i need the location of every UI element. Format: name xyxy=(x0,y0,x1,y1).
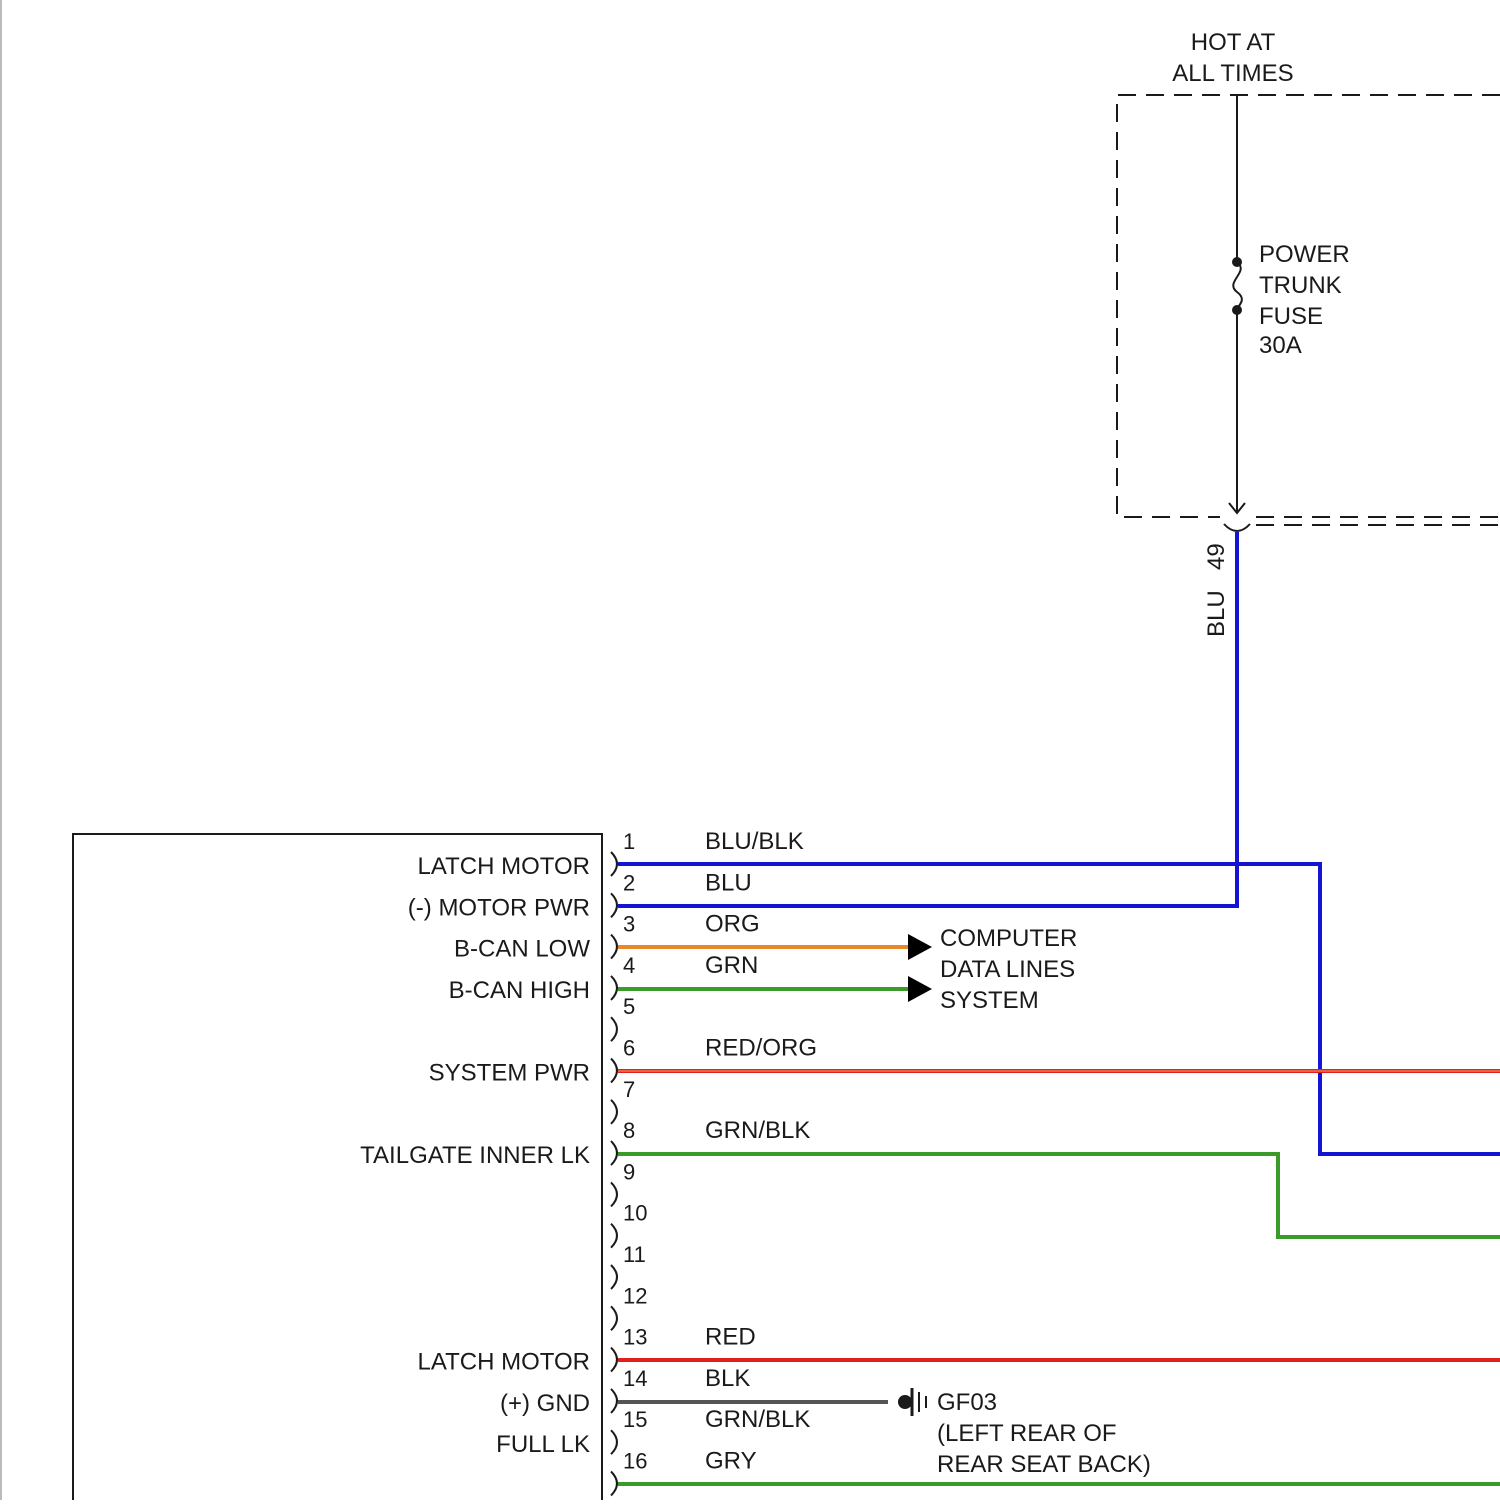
wire-color-label: GRN/BLK xyxy=(705,1406,810,1433)
fuse-label-line1: POWER xyxy=(1259,241,1350,268)
pin-function-label: TAILGATE INNER LK xyxy=(360,1142,590,1169)
pin-row: 12 xyxy=(611,1283,647,1330)
wire-color-label: RED/ORG xyxy=(705,1035,817,1062)
connector-terminal-icon xyxy=(611,893,617,917)
hot-at-label-line1: HOT AT xyxy=(1191,29,1276,56)
pin-number: 14 xyxy=(623,1366,647,1391)
pin-function-label: LATCH MOTOR xyxy=(418,853,590,880)
pin-row: 7 xyxy=(611,1077,635,1124)
pin-number: 3 xyxy=(623,912,635,937)
pin-function-label: B-CAN LOW xyxy=(454,936,590,963)
pin-number: 5 xyxy=(623,994,635,1019)
pin-number: 6 xyxy=(623,1036,635,1061)
pin-number: 15 xyxy=(623,1407,647,1432)
fuse-box: HOT AT ALL TIMES POWER TRUNK FUSE 30A xyxy=(1117,29,1500,531)
wire-color-label: BLK xyxy=(705,1365,750,1392)
connector-terminal-icon xyxy=(611,852,617,876)
feed-pin-label: 49 xyxy=(1203,543,1230,570)
wire-color-label: GRY xyxy=(705,1448,757,1475)
pin-row: 8 GRN/BLK TAILGATE INNER LK xyxy=(360,1117,810,1169)
fuse-icon xyxy=(1233,262,1242,310)
pin-function-label: (-) MOTOR PWR xyxy=(408,894,590,921)
wire-pin8-grn-blk xyxy=(618,1154,1500,1237)
pin-row: 16 GRY xyxy=(611,1448,757,1496)
pin-function-label: FULL LK xyxy=(496,1431,590,1458)
data-lines-label-line2: DATA LINES xyxy=(940,956,1075,983)
pin-number: 9 xyxy=(623,1159,635,1184)
pin-number: 1 xyxy=(623,829,635,854)
data-lines-label-line3: SYSTEM xyxy=(940,987,1039,1014)
pin-row: 5 xyxy=(611,994,635,1041)
pin-rows: 1 BLU/BLK LATCH MOTOR 2 BLU (-) MOTOR PWR 3 ORG… xyxy=(360,828,817,1496)
data-lines-label-line1: COMPUTER xyxy=(940,925,1077,952)
connector-terminal-icon xyxy=(611,1472,617,1496)
pin-row: 11 xyxy=(611,1242,646,1289)
hot-at-label-line2: ALL TIMES xyxy=(1172,60,1293,87)
pin-function-label: B-CAN HIGH xyxy=(449,977,590,1004)
pin-number: 4 xyxy=(623,953,635,978)
ground-location-line1: (LEFT REAR OF xyxy=(937,1420,1117,1447)
connector-terminal-icon xyxy=(611,1100,617,1124)
pin-number: 7 xyxy=(623,1077,635,1102)
pin-number: 10 xyxy=(623,1201,647,1226)
wire-color-label: GRN/BLK xyxy=(705,1117,810,1144)
pin-row: 10 xyxy=(611,1201,647,1248)
connector-terminal-icon xyxy=(1224,524,1250,531)
pin-number: 12 xyxy=(623,1283,647,1308)
wire-color-label: RED xyxy=(705,1324,756,1351)
arrow-right-icon xyxy=(908,976,932,1002)
connector-terminal-icon xyxy=(611,1265,617,1289)
pin-function-label: (+) GND xyxy=(500,1390,590,1417)
fuse-label-line2: TRUNK xyxy=(1259,272,1342,299)
pin-number: 2 xyxy=(623,870,635,895)
pin-number: 11 xyxy=(623,1242,646,1267)
pin-function-label: SYSTEM PWR xyxy=(429,1060,590,1087)
ground-symbol-icon xyxy=(898,1388,926,1416)
ground-location-line2: REAR SEAT BACK) xyxy=(937,1451,1151,1478)
connector-terminal-icon xyxy=(611,976,617,1000)
feed-wire-color-label: BLU xyxy=(1203,590,1230,637)
connector-terminal-icon xyxy=(611,1348,617,1372)
arrow-right-icon xyxy=(908,934,932,960)
pin-row: 9 xyxy=(611,1159,635,1206)
wire-color-label: BLU xyxy=(705,869,752,896)
ground-id-label: GF03 xyxy=(937,1389,997,1416)
connector-terminal-icon xyxy=(611,1059,617,1083)
connector-terminal-icon xyxy=(611,1224,617,1248)
pin-number: 13 xyxy=(623,1325,647,1350)
wire-color-label: GRN xyxy=(705,952,758,979)
fuse-label-line4: 30A xyxy=(1259,332,1302,359)
pin-function-label: LATCH MOTOR xyxy=(418,1349,590,1376)
connector-terminal-icon xyxy=(611,1389,617,1413)
connector-terminal-icon xyxy=(611,1182,617,1206)
connector-terminal-icon xyxy=(611,1017,617,1041)
pin-number: 16 xyxy=(623,1449,647,1474)
fuse-label-line3: FUSE xyxy=(1259,303,1323,330)
pin-number: 8 xyxy=(623,1118,635,1143)
wire-color-label: BLU/BLK xyxy=(705,828,804,855)
connector-terminal-icon xyxy=(611,1141,617,1165)
connector-terminal-icon xyxy=(611,1430,617,1454)
connector-terminal-icon xyxy=(611,1306,617,1330)
wire-color-label: ORG xyxy=(705,911,760,938)
connector-terminal-icon xyxy=(611,935,617,959)
